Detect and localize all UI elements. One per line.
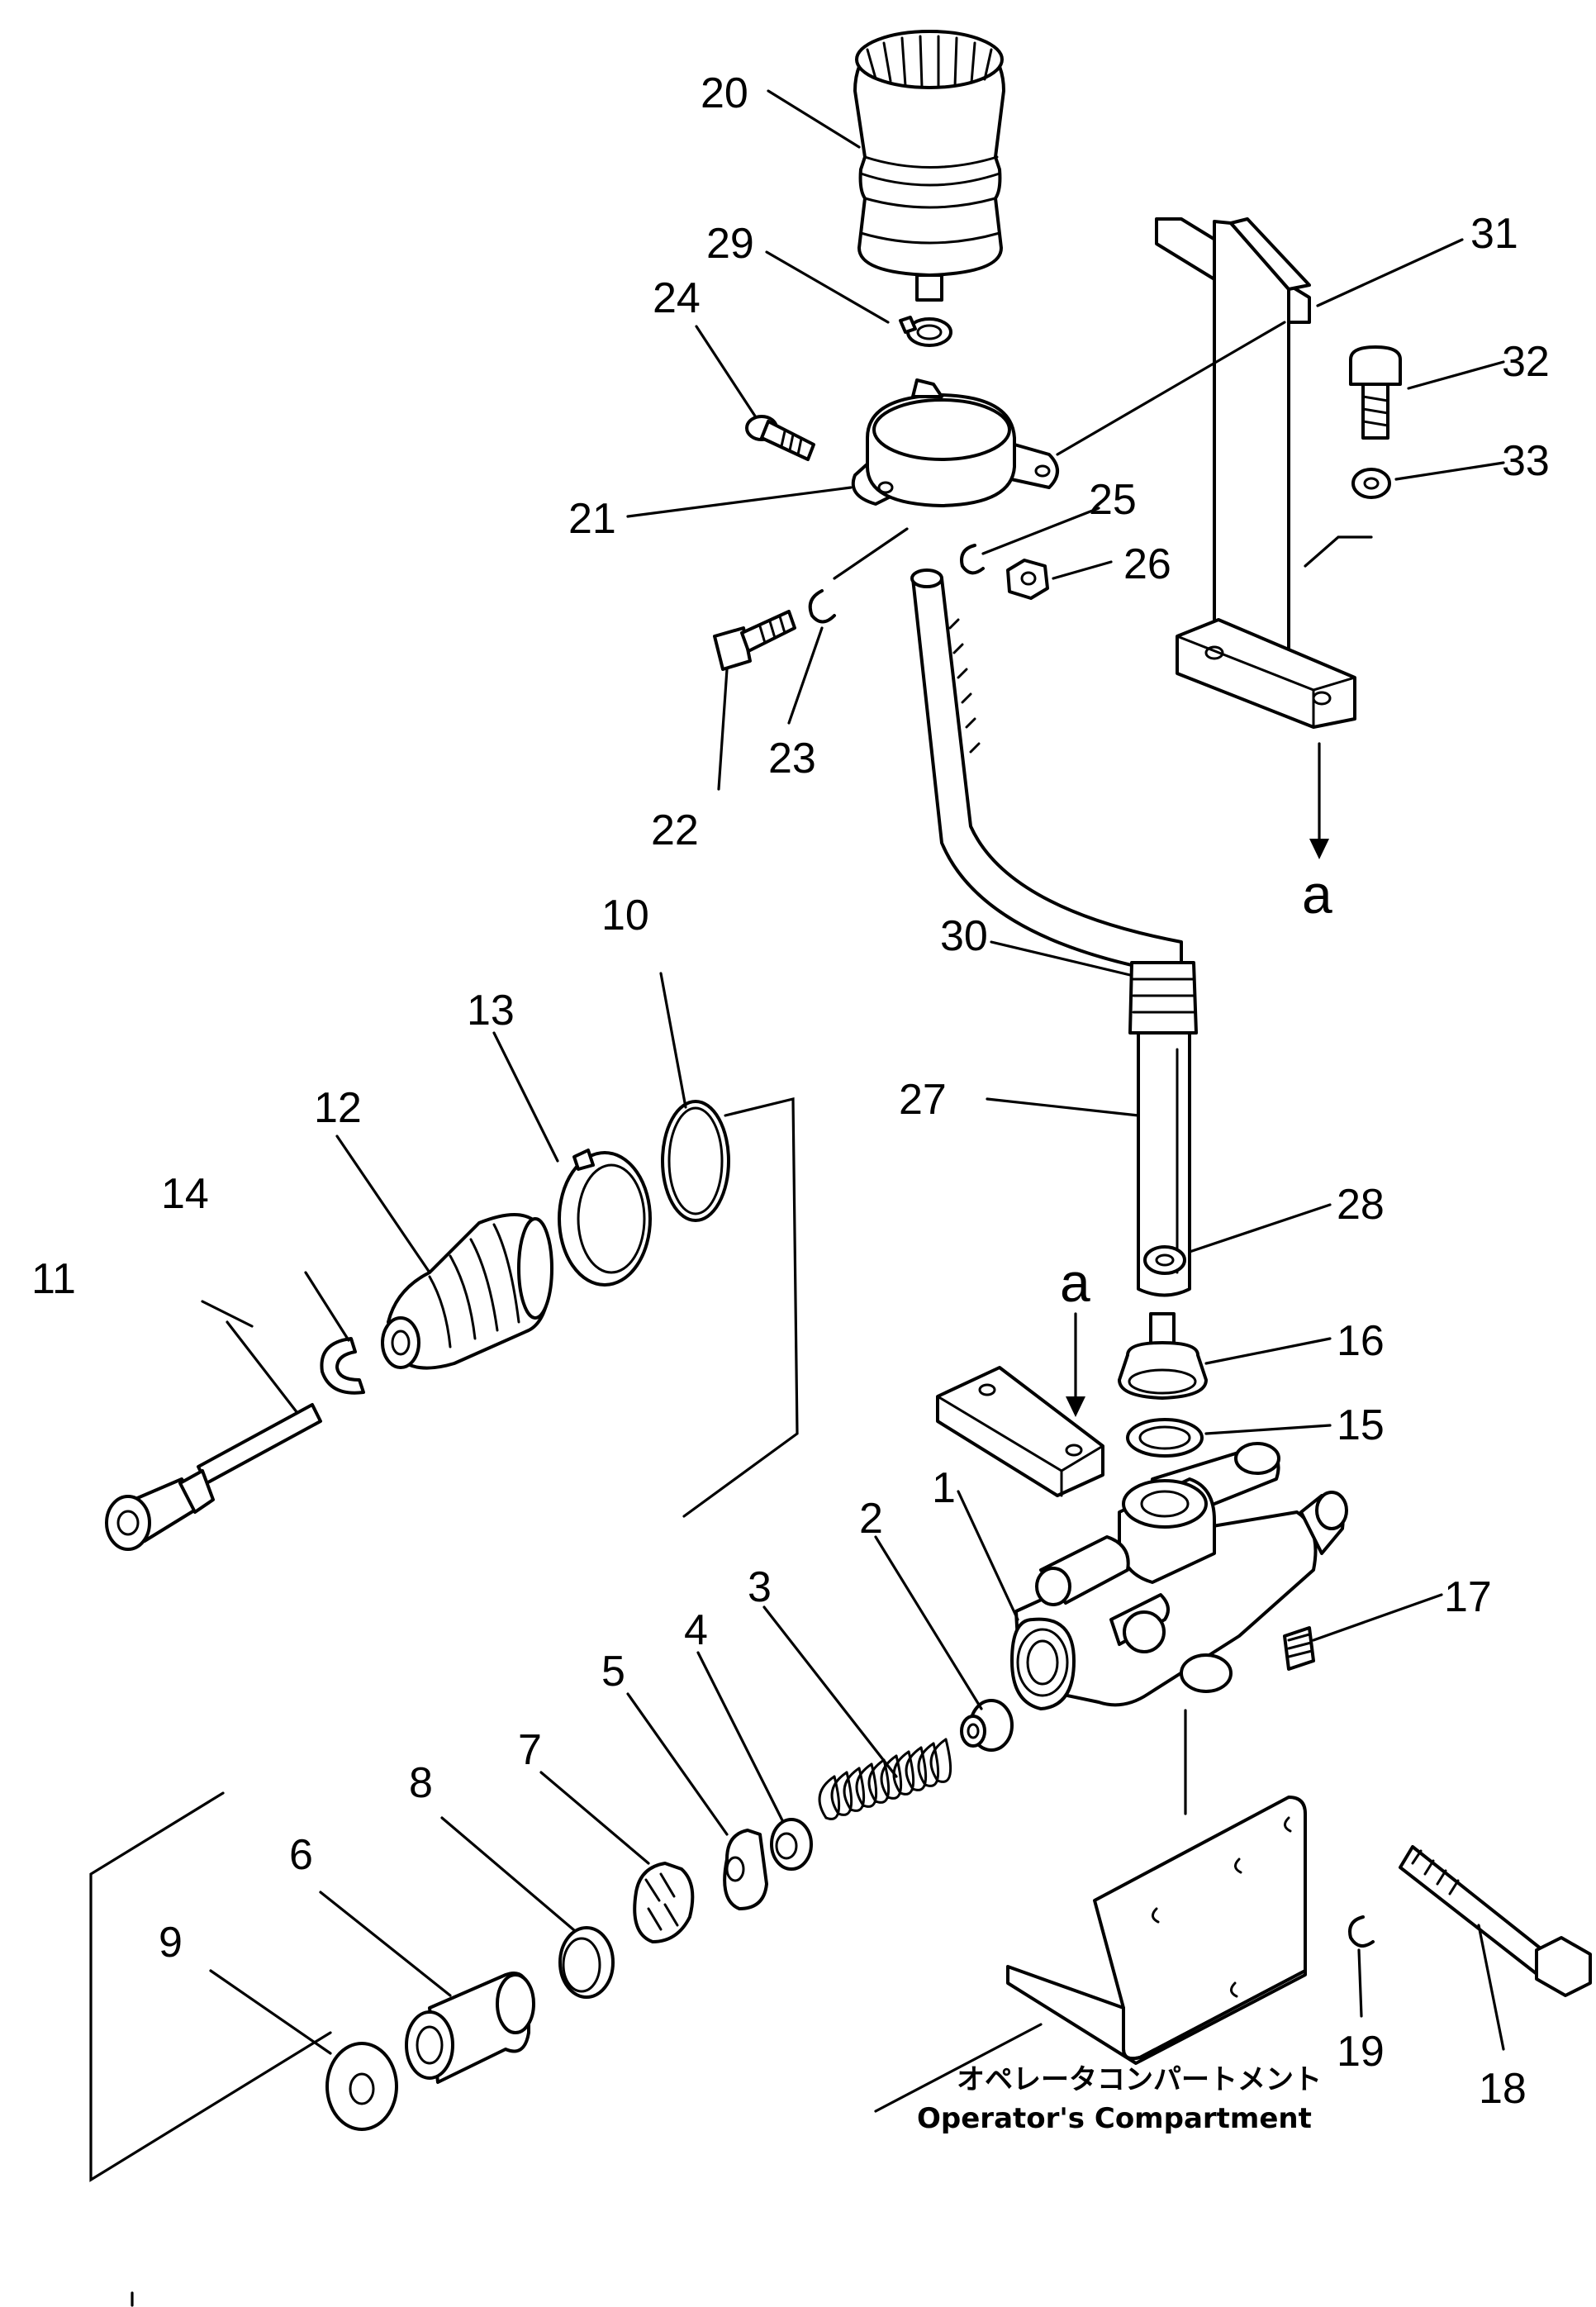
callout-29: 29 — [706, 220, 754, 268]
part-19-washer — [1348, 1915, 1375, 1948]
part-24-bolt — [745, 415, 815, 461]
part-16-connector — [1118, 1312, 1208, 1400]
part-18-bolt — [1399, 1845, 1592, 1997]
operator-compartment-bracket — [1006, 1796, 1307, 2065]
callout-15: 15 — [1337, 1401, 1385, 1449]
callout-19: 19 — [1337, 2028, 1385, 2076]
part-26-nut — [1006, 559, 1049, 600]
part-7-cup — [633, 1862, 695, 1943]
callout-24: 24 — [653, 274, 701, 322]
callout-11: 11 — [31, 1255, 76, 1303]
callout-6: 6 — [289, 1831, 313, 1879]
callout-30: 30 — [940, 912, 988, 960]
callout-26: 26 — [1123, 540, 1171, 588]
callout-10: 10 — [601, 892, 649, 939]
callout-16: 16 — [1337, 1317, 1385, 1365]
part-14-snap-ring — [320, 1337, 365, 1395]
part-2-spring-seat — [960, 1699, 1014, 1752]
part-28-clip — [1143, 1245, 1186, 1275]
part-13-band — [558, 1149, 652, 1287]
part-29-hose-clamp — [899, 316, 952, 347]
part-5-piston — [723, 1829, 768, 1910]
caption-english: Operator's Compartment — [917, 2102, 1312, 2135]
part-10-snap-ring — [661, 1100, 730, 1222]
callout-4: 4 — [684, 1606, 708, 1654]
part-21-band-bracket — [851, 378, 1059, 507]
part-3-spring — [818, 1738, 952, 1820]
callout-9: 9 — [159, 1919, 183, 1967]
part-11-push-rod — [105, 1403, 322, 1551]
callout-1: 1 — [932, 1464, 956, 1512]
callout-28: 28 — [1337, 1181, 1385, 1229]
mounting-plate — [936, 1366, 1104, 1497]
part-25-spring-washer — [960, 544, 985, 575]
part-17-plug — [1283, 1626, 1315, 1671]
callout-numbers: 1 2 3 4 5 6 7 8 9 10 11 12 13 14 15 16 1… — [31, 69, 1550, 2113]
callout-3: 3 — [748, 1563, 772, 1611]
callout-12: 12 — [314, 1084, 362, 1132]
callout-leader-lines — [201, 89, 1505, 2055]
callout-17: 17 — [1444, 1573, 1492, 1621]
part-4-cup — [770, 1818, 813, 1871]
part-22-bolt — [713, 610, 796, 671]
callout-27: 27 — [899, 1076, 947, 1124]
part-23-spring-washer — [808, 589, 836, 624]
callout-2: 2 — [859, 1495, 883, 1543]
callout-33: 33 — [1502, 437, 1550, 485]
part-12-boot — [381, 1213, 553, 1370]
part-27-pipe — [1137, 1031, 1191, 1297]
part-15-gasket — [1126, 1418, 1204, 1458]
callout-14: 14 — [161, 1170, 209, 1218]
callout-22: 22 — [651, 806, 699, 854]
callout-31: 31 — [1470, 210, 1518, 258]
callout-21: 21 — [568, 495, 616, 543]
reference-arrow-a-upper — [1309, 742, 1329, 859]
part-6-push-rod-guide — [405, 1972, 535, 2084]
part-20-reservoir-tank — [853, 30, 1005, 302]
callout-5: 5 — [601, 1648, 625, 1696]
guide-lines — [89, 321, 1373, 2307]
callout-32: 32 — [1502, 338, 1550, 386]
part-33-washer — [1351, 468, 1391, 499]
part-1-master-cylinder — [1010, 1442, 1348, 1710]
part-9-washer — [325, 2042, 398, 2131]
callout-18: 18 — [1479, 2065, 1527, 2113]
callout-8: 8 — [409, 1759, 433, 1807]
callout-20: 20 — [701, 69, 748, 117]
callout-13: 13 — [467, 987, 515, 1035]
part-31-stand-bracket — [1155, 217, 1356, 729]
reference-letter-a-upper: a — [1302, 863, 1332, 925]
callout-7: 7 — [518, 1726, 542, 1774]
caption-japanese: オペレータコンパートメント — [957, 2063, 1322, 2096]
reference-arrow-a-lower — [1066, 1312, 1085, 1417]
part-8-ring — [558, 1926, 615, 1999]
part-30-hose — [910, 568, 1198, 1035]
callout-23: 23 — [768, 735, 816, 782]
callout-25: 25 — [1089, 476, 1137, 524]
reference-letter-a-lower: a — [1060, 1252, 1090, 1313]
part-32-bolt — [1349, 345, 1402, 440]
